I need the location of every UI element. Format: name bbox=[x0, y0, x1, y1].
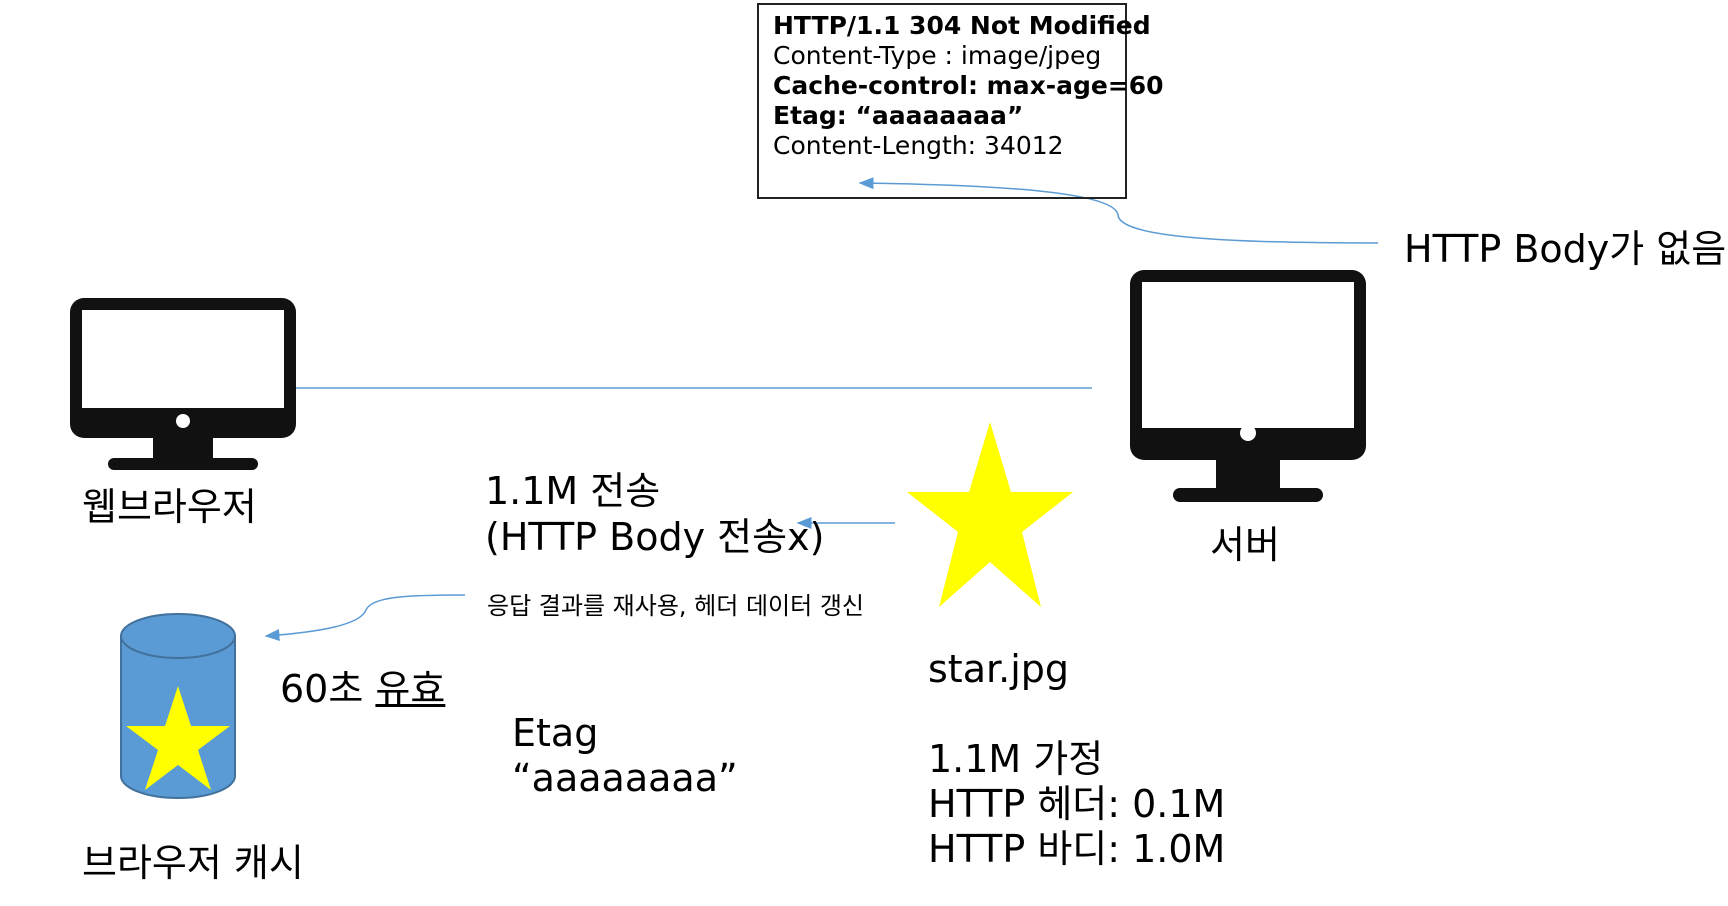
file-size-assume: 1.1M 가정 bbox=[928, 737, 1104, 781]
etag-label: Etag bbox=[512, 711, 599, 755]
transfer-body-label: (HTTP Body 전송x) bbox=[485, 515, 825, 559]
browser-monitor-icon bbox=[68, 296, 298, 476]
no-body-note: HTTP Body가 없음 bbox=[1404, 227, 1727, 271]
no-body-arrow bbox=[858, 177, 1379, 244]
browser-cache-label: 브라우저 캐시 bbox=[82, 841, 304, 885]
transfer-size-label: 1.1M 전송 bbox=[485, 469, 661, 513]
header-line: Cache-control: max-age=60 bbox=[773, 71, 1164, 100]
cache-validity-label: 60초 유효 bbox=[280, 667, 446, 712]
header-line: HTTP/1.1 304 Not Modified bbox=[773, 11, 1151, 40]
file-name-label: star.jpg bbox=[928, 647, 1069, 691]
header-line: Content-Length: 34012 bbox=[773, 131, 1064, 160]
cache-validity-valid: 유효 bbox=[375, 667, 446, 711]
file-header-size: HTTP 헤더: 0.1M bbox=[928, 782, 1226, 826]
reuse-arrow bbox=[264, 594, 466, 641]
header-line: Content-Type : image/jpeg bbox=[773, 41, 1102, 70]
star-image-icon bbox=[905, 420, 1075, 614]
browser-cache-cylinder-icon bbox=[118, 612, 238, 806]
reuse-note: 응답 결과를 재사용, 헤더 데이터 갱신 bbox=[487, 592, 864, 620]
file-body-size: HTTP 바디: 1.0M bbox=[928, 827, 1226, 871]
browser-label: 웹브라우저 bbox=[82, 485, 257, 529]
header-line: Etag: “aaaaaaaa” bbox=[773, 101, 1024, 130]
server-monitor-icon bbox=[1128, 268, 1368, 508]
etag-value: “aaaaaaaa” bbox=[512, 756, 738, 800]
cache-validity-seconds: 60초 bbox=[280, 667, 364, 711]
server-label: 서버 bbox=[1210, 523, 1280, 567]
